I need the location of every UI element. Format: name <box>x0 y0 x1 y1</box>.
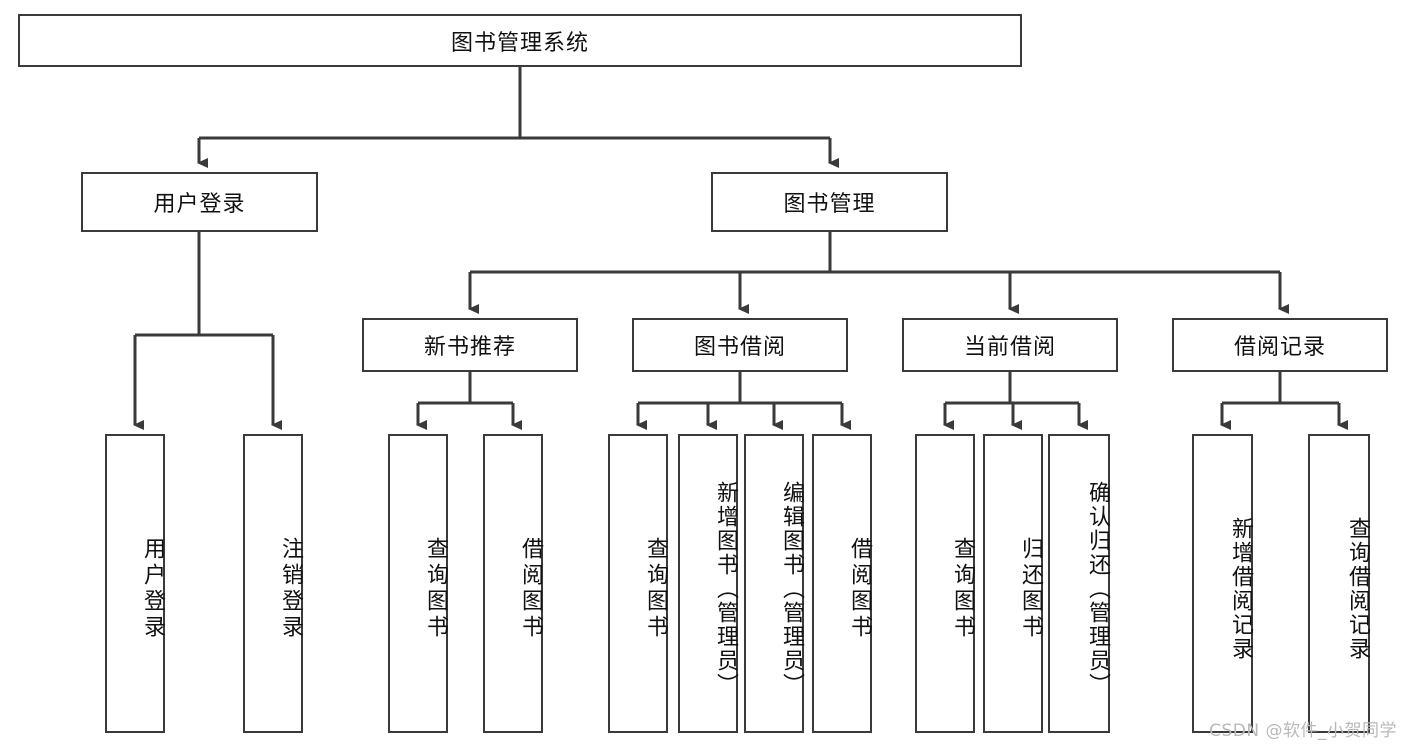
node-label: 新增图书（管理员） <box>713 480 738 697</box>
node-book-borrow[interactable]: 图书借阅 <box>632 318 848 372</box>
leaf-query-book-current[interactable]: 查询图书 <box>915 434 975 733</box>
node-label: 查询图书 <box>643 536 668 641</box>
node-label: 确认归还（管理员） <box>1085 480 1110 697</box>
leaf-query-book-recommend[interactable]: 查询图书 <box>388 434 448 733</box>
node-label: 借阅图书 <box>847 536 872 641</box>
leaf-return-book[interactable]: 归还图书 <box>983 434 1043 733</box>
node-book-management[interactable]: 图书管理 <box>711 172 948 232</box>
node-current-borrow[interactable]: 当前借阅 <box>902 318 1118 372</box>
node-label: 查询图书 <box>950 536 975 641</box>
leaf-add-book-admin[interactable]: 新增图书（管理员） <box>678 434 738 733</box>
node-label: 注销登录 <box>278 536 303 641</box>
node-borrow-record[interactable]: 借阅记录 <box>1172 318 1388 372</box>
node-label: 图书管理系统 <box>450 30 589 56</box>
leaf-query-borrow-record[interactable]: 查询借阅记录 <box>1308 434 1370 733</box>
node-new-book-recommend[interactable]: 新书推荐 <box>362 318 578 372</box>
node-label: 图书管理 <box>783 192 876 217</box>
leaf-user-login[interactable]: 用户登录 <box>105 434 165 733</box>
node-label: 查询图书 <box>423 536 448 641</box>
node-label: 借阅记录 <box>1233 335 1326 360</box>
node-label: 编辑图书（管理员） <box>779 480 804 697</box>
node-label: 用户登录 <box>153 192 246 217</box>
node-user-login[interactable]: 用户登录 <box>81 172 318 232</box>
leaf-query-book-borrow[interactable]: 查询图书 <box>608 434 668 733</box>
watermark-text: CSDN @软件_小贺同学 <box>1209 721 1397 741</box>
leaf-edit-book-admin[interactable]: 编辑图书（管理员） <box>744 434 804 733</box>
node-label: 用户登录 <box>140 536 165 641</box>
node-label: 新增借阅记录 <box>1228 516 1253 661</box>
node-label: 当前借阅 <box>963 335 1056 360</box>
leaf-add-borrow-record[interactable]: 新增借阅记录 <box>1192 434 1253 733</box>
node-label: 借阅图书 <box>518 536 543 641</box>
leaf-logout-login[interactable]: 注销登录 <box>243 434 303 733</box>
node-label: 归还图书 <box>1018 536 1043 641</box>
node-label: 图书借阅 <box>693 335 786 360</box>
leaf-borrow-book[interactable]: 借阅图书 <box>812 434 872 733</box>
leaf-confirm-return-admin[interactable]: 确认归还（管理员） <box>1048 434 1110 733</box>
node-root-system[interactable]: 图书管理系统 <box>18 14 1022 67</box>
leaf-borrow-book-recommend[interactable]: 借阅图书 <box>483 434 543 733</box>
node-label: 新书推荐 <box>423 335 516 360</box>
node-label: 查询借阅记录 <box>1345 516 1370 661</box>
